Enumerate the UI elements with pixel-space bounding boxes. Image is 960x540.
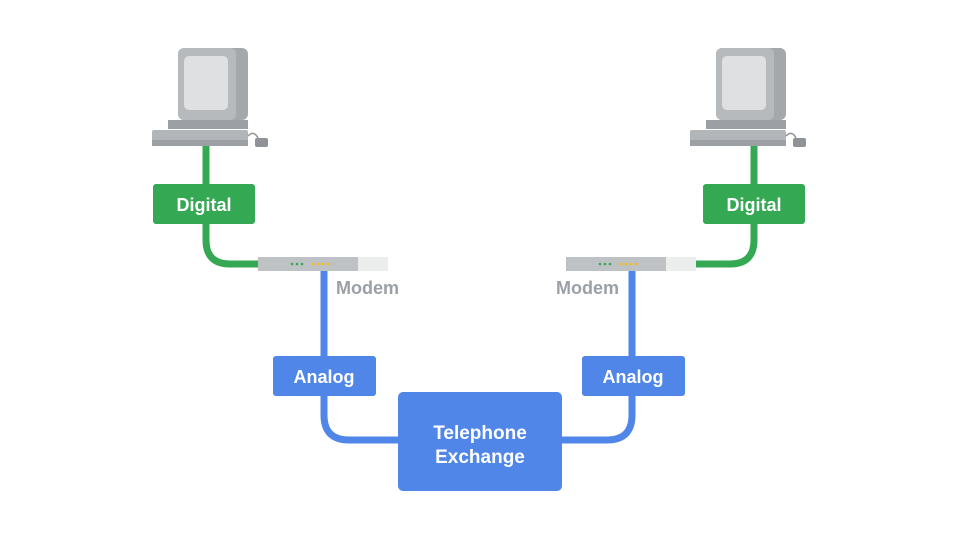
left-modem-icon	[258, 257, 388, 271]
left-analog-label: Analog	[294, 367, 355, 387]
right-digital-label: Digital	[726, 195, 781, 215]
left-analog-line	[320, 270, 400, 444]
right-modem-label: Modem	[556, 278, 619, 298]
right-analog-label: Analog	[603, 367, 664, 387]
right-analog-line	[560, 270, 636, 444]
exchange-label-line2: Exchange	[435, 447, 525, 468]
left-digital-box: Digital	[153, 184, 255, 224]
right-analog-box: Analog	[582, 356, 685, 396]
right-modem-icon	[566, 257, 696, 271]
left-computer-icon	[152, 48, 268, 147]
right-digital-line	[694, 145, 758, 268]
left-digital-label: Digital	[176, 195, 231, 215]
telephone-exchange-box: Telephone Exchange	[398, 392, 562, 491]
right-digital-box: Digital	[703, 184, 805, 224]
right-computer-icon	[690, 48, 806, 147]
left-digital-line	[202, 145, 258, 268]
left-analog-box: Analog	[273, 356, 376, 396]
exchange-label-line1: Telephone	[433, 423, 527, 444]
left-modem-label: Modem	[336, 278, 399, 298]
